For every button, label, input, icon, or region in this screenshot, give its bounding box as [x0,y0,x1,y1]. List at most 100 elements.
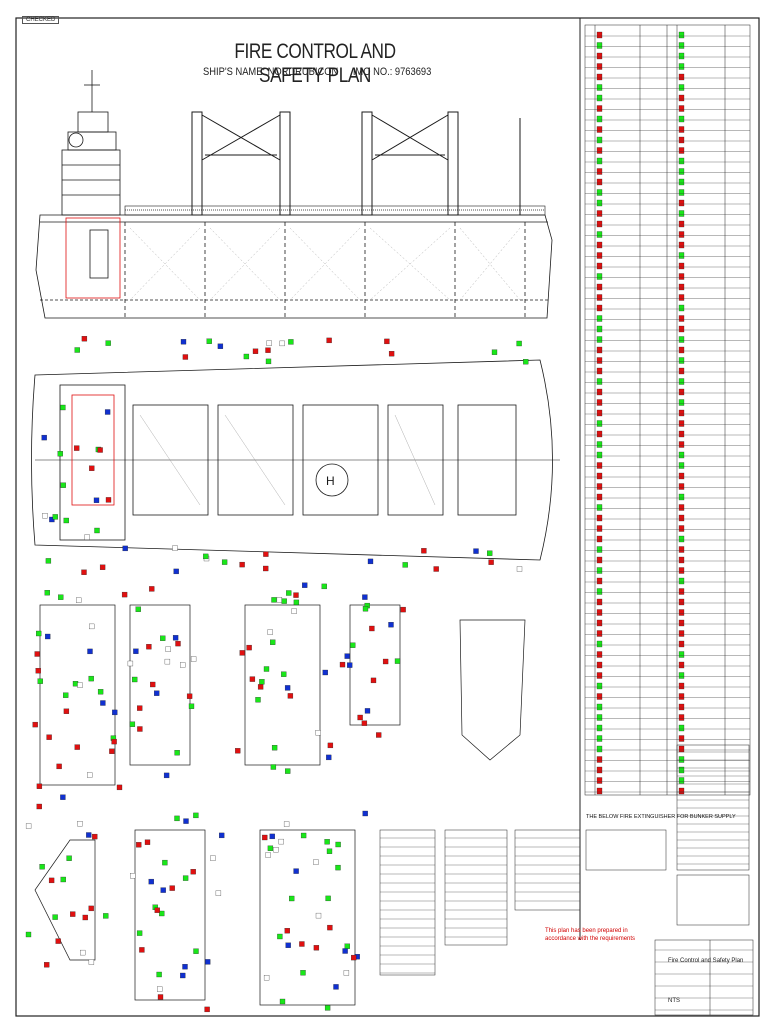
safety-symbol-icon [74,347,80,353]
safety-symbol-icon [249,676,256,682]
legend-symbol-icon [678,315,685,322]
legend-symbol-icon [596,567,603,574]
legend-symbol-icon [678,409,685,417]
safety-symbol-icon [270,764,277,770]
legend-symbol-icon [596,157,603,165]
safety-symbol-icon [361,720,368,726]
safety-symbol-icon [262,834,268,841]
legend-symbol-icon [596,514,603,522]
legend-symbol-icon [596,472,603,480]
safety-symbol-icon [263,565,269,572]
safety-symbol-icon [324,839,330,845]
safety-symbol-icon [56,763,62,770]
safety-symbol-icon [488,559,494,565]
safety-symbol-icon [263,666,270,672]
legend-symbol-icon [596,294,603,301]
safety-symbol-icon [111,738,117,745]
legend-symbol-icon [678,577,685,585]
safety-symbol-icon [243,353,250,360]
legend-symbol-icon [596,609,603,616]
safety-symbol-icon [188,703,195,709]
safety-symbol-icon [289,895,295,902]
safety-symbol-icon [335,864,341,871]
safety-symbol-icon [376,732,382,738]
safety-symbol-icon [273,847,279,853]
safety-symbol-icon [344,943,350,949]
legend-symbol-icon [596,63,603,70]
safety-symbol-icon [60,876,66,883]
legend-symbol-icon [596,346,603,354]
legend-symbol-icon [678,703,685,711]
safety-symbol-icon [324,1005,331,1011]
safety-symbol-icon [255,697,261,703]
safety-symbol-icon [313,859,319,865]
safety-symbol-icon [300,832,307,839]
safety-symbol-icon [281,598,287,604]
legend-symbol-icon [596,766,603,774]
safety-symbol-icon [105,497,112,503]
safety-symbol-icon [433,566,439,572]
legend-symbol-icon [678,168,685,175]
safety-symbol-icon [174,750,180,756]
safety-symbol-icon [347,662,353,668]
safety-symbol-icon [89,623,95,630]
legend-symbol-icon [596,115,603,123]
safety-symbol-icon [104,409,111,415]
legend-symbol-icon [596,336,603,343]
safety-symbol-icon [281,671,287,677]
safety-symbol-icon [112,709,118,716]
legend-symbol-icon [596,756,603,763]
safety-symbol-icon [266,340,272,346]
safety-symbol-icon [37,678,43,684]
safety-symbol-icon [473,548,479,554]
legend-symbol-icon [596,703,603,711]
safety-symbol-icon [315,730,321,736]
legend-symbol-icon [596,745,603,753]
safety-symbol-icon [88,905,94,912]
safety-symbol-icon [286,590,292,596]
safety-symbol-icon [291,608,297,614]
legend-symbol-icon [596,283,603,291]
legend-symbol-icon [678,693,685,700]
legend-symbol-icon [678,252,685,259]
safety-symbol-icon [186,693,193,699]
safety-symbol-icon [343,970,350,976]
legend-symbol-icon [596,252,603,259]
safety-symbol-icon [74,445,80,451]
legend-symbol-icon [596,42,603,49]
legend-symbol-icon [596,178,603,186]
safety-symbol-icon [394,658,401,664]
legend-symbol-icon [596,399,603,406]
safety-symbol-icon [52,914,58,920]
legend-symbol-icon [678,189,685,196]
legend-symbol-icon [678,42,685,49]
legend-symbol-icon [596,661,603,669]
legend-symbol-icon [596,105,603,112]
safety-symbol-icon [81,569,87,575]
legend-symbol-icon [596,136,603,144]
safety-symbol-icon [32,721,38,728]
ship-identity: SHIP'S NAME: NORDRUBICON IMO NO.: 976369… [203,66,431,78]
safety-symbol-icon [288,339,294,345]
safety-symbol-icon [136,842,142,848]
safety-symbol-icon [160,887,166,893]
safety-symbol-icon [344,653,350,659]
safety-symbol-icon [215,890,222,896]
red-note: This plan has been prepared in accordanc… [545,928,636,942]
safety-symbol-icon [122,545,128,552]
legend-symbol-icon [678,73,685,81]
safety-symbol-icon [183,818,189,824]
legend-symbol-icon [596,630,603,637]
safety-symbol-icon [285,768,291,774]
legend-symbol-icon [678,598,685,606]
legend-symbol-icon [678,672,685,679]
legend-symbol-icon [596,430,603,438]
legend-symbol-icon [596,388,603,396]
legend-symbol-icon [596,367,603,375]
safety-symbol-icon [235,748,241,754]
legend-symbol-icon [678,388,685,396]
safety-symbol-icon [160,635,166,641]
safety-symbol-icon [52,514,58,520]
safety-symbol-icon [239,561,245,568]
safety-symbol-icon [283,821,290,827]
